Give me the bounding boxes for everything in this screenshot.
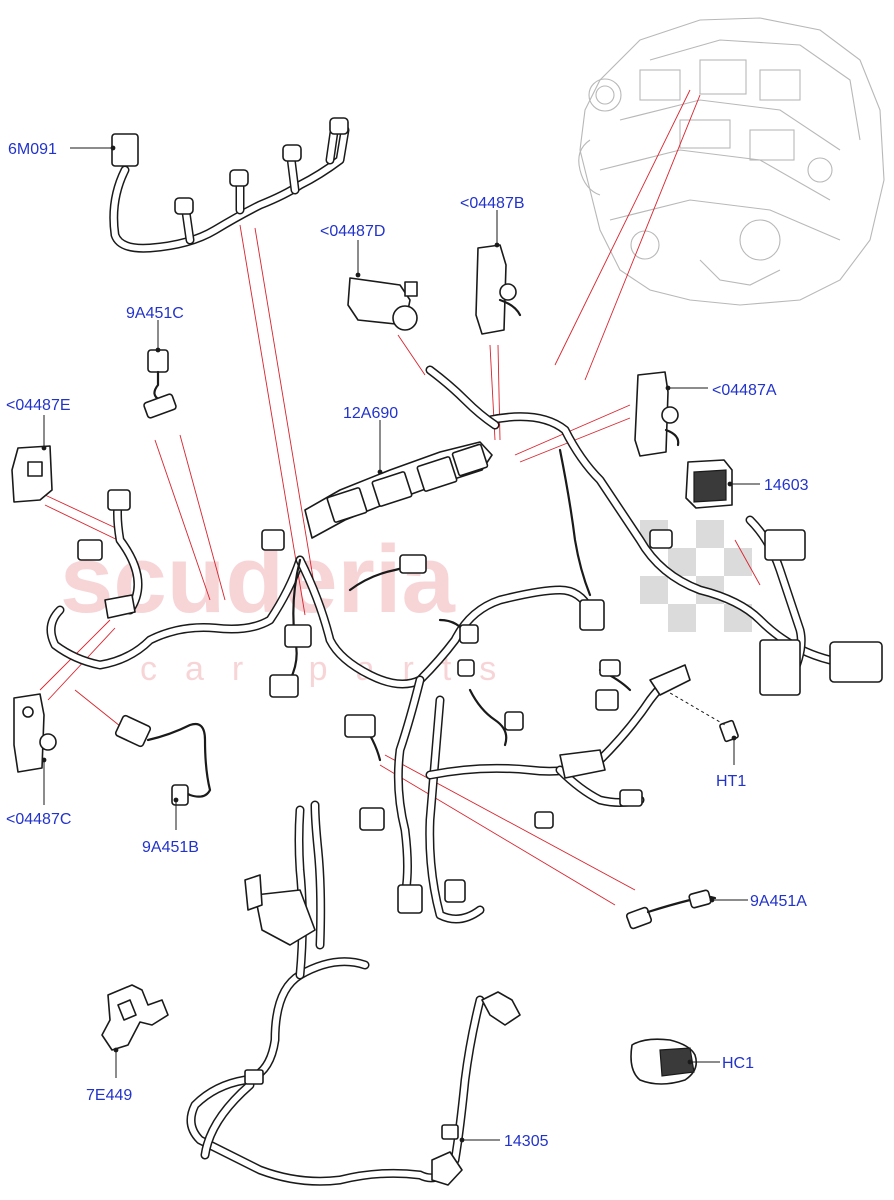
callout-12a690: 12A690 (343, 405, 398, 422)
callout-9a451b: 9A451B (142, 839, 199, 856)
callout-9a451c: 9A451C (126, 305, 184, 322)
callout-04487a: <04487A (712, 382, 777, 399)
callout-labels: 6M091 <04487B <04487D 9A451C <04487E 12A… (6, 141, 809, 1150)
callout-14603: 14603 (764, 477, 809, 494)
harness-6m091 (109, 117, 350, 253)
connector-04487c (13, 693, 57, 773)
callout-ht1: HT1 (716, 773, 746, 790)
callout-14305: 14305 (504, 1133, 549, 1150)
sensor-ht1 (664, 689, 739, 743)
callout-04487e: <04487E (6, 397, 71, 414)
callout-04487b: <04487B (460, 195, 525, 212)
callout-04487c: <04487C (6, 811, 71, 828)
grommet-14603 (685, 459, 733, 509)
callout-9a451a: 9A451A (750, 893, 807, 910)
callout-04487d: <04487D (320, 223, 385, 240)
connector-04487a (634, 371, 680, 457)
sensor-9a451b (114, 714, 212, 806)
sensor-9a451a (625, 889, 717, 930)
connector-04487e (11, 445, 53, 503)
main-harness-12a690 (46, 365, 883, 924)
callout-7e449: 7E449 (86, 1087, 132, 1104)
bracket-7e449 (101, 984, 169, 1051)
cap-hc1 (630, 1038, 698, 1085)
battery-cable-14305 (186, 800, 521, 1186)
callout-hc1: HC1 (722, 1055, 754, 1072)
engine-reference-outline (578, 17, 885, 306)
callout-6m091: 6M091 (8, 141, 57, 158)
sensor-9a451c (143, 349, 177, 419)
connector-04487b (475, 244, 522, 335)
connector-04487d (347, 277, 418, 331)
callout-leaders (41, 145, 760, 1143)
